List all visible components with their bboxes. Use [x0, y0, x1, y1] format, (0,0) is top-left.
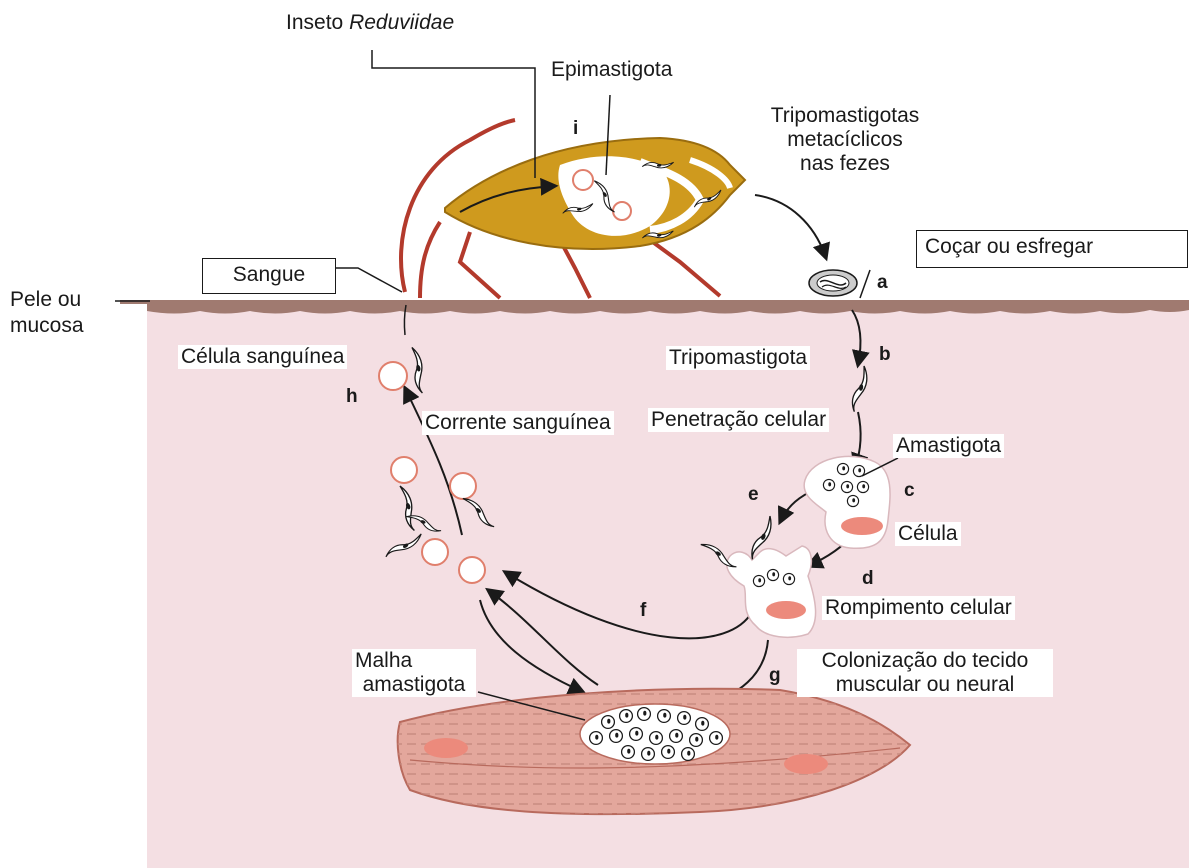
- tripomastigota-label: Tripomastigota: [666, 346, 810, 370]
- inseto-species-name: Reduviidae: [349, 11, 454, 34]
- malha-amastigota-label: Malha amastigota: [352, 649, 476, 697]
- tripomastigotas-meta-label: Tripomastigotas metacíclicos nas fezes: [755, 104, 935, 176]
- insect-blood-cell-2: [613, 202, 631, 220]
- blood-cell-h: [379, 362, 407, 390]
- arrow-insect-to-feces: [755, 195, 826, 258]
- cell-d-nucleus: [766, 601, 806, 619]
- insect-leg-4: [650, 240, 720, 296]
- step-f: f: [640, 600, 646, 622]
- amastigota-label: Amastigota: [893, 434, 1004, 458]
- cell-c-nucleus: [841, 517, 883, 535]
- step-h: h: [346, 386, 358, 408]
- insect-reduviidae: [401, 120, 745, 298]
- cocar-box: Coçar ou esfregar: [916, 230, 1188, 268]
- inseto-label: Inseto Reduviidae: [286, 11, 454, 35]
- colonizacao-label: Colonização do tecido muscular ou neural: [797, 649, 1053, 697]
- insect-leg-2: [460, 232, 500, 298]
- sangue-box: Sangue: [202, 258, 336, 294]
- inseto-leader-line: [372, 50, 535, 178]
- step-g: g: [769, 665, 781, 687]
- step-i: i: [573, 118, 578, 140]
- sangue-leader-line: [336, 268, 402, 292]
- step-b: b: [879, 344, 891, 366]
- step-d: d: [862, 568, 874, 590]
- celula-label: Célula: [895, 522, 961, 546]
- step-e: e: [748, 484, 759, 506]
- celula-sanguinea-label: Célula sanguínea: [178, 345, 347, 369]
- epimastigota-label: Epimastigota: [551, 58, 672, 82]
- rompimento-celular-label: Rompimento celular: [822, 596, 1015, 620]
- skin-layer: [120, 300, 1189, 314]
- cocar-leader-line: [860, 270, 870, 298]
- step-c: c: [904, 480, 915, 502]
- corrente-sanguinea-label: Corrente sanguínea: [422, 411, 614, 435]
- insect-blood-cell-1: [573, 170, 593, 190]
- insect-leg-1: [420, 222, 440, 298]
- step-a: a: [877, 272, 888, 294]
- feces-with-trypomastigotes: [809, 270, 857, 296]
- pele-mucosa-label: Pele ou mucosa: [10, 287, 84, 339]
- penetracao-celular-label: Penetração celular: [648, 408, 829, 432]
- inseto-prefix: Inseto: [286, 11, 343, 34]
